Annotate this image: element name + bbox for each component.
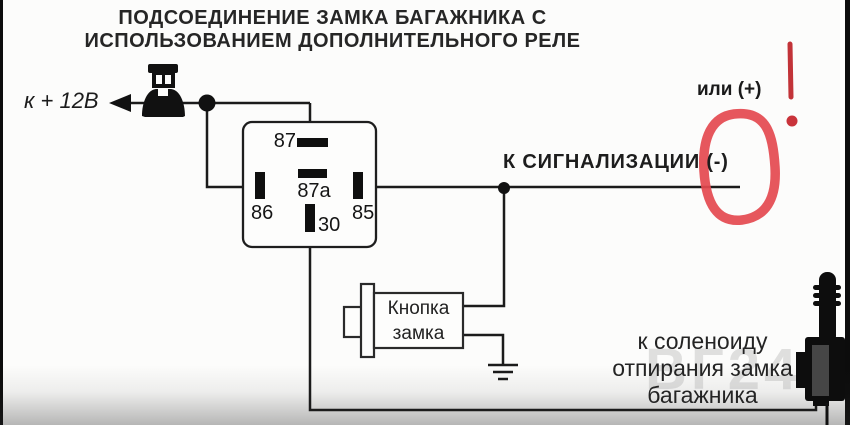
- to-solenoid-label: к соленоиду отпирания замка багажника: [605, 328, 800, 409]
- relay-pin-87a-label: 87a: [297, 180, 331, 202]
- solenoid-label-line-2: отпирания замка: [612, 355, 793, 381]
- watermark: ВГ24: [645, 337, 801, 402]
- fuse-icon: [142, 64, 185, 117]
- lock-button-label-line-1: Кнопка: [387, 298, 450, 319]
- button-box: [372, 291, 465, 350]
- relay-box: [241, 120, 378, 249]
- lock-button-icon: [342, 282, 465, 359]
- junction-dot-alarm: [498, 182, 510, 194]
- relay-pin-87a: [298, 169, 327, 178]
- relay-pin-86: [255, 172, 265, 199]
- relay-pin-86-label: 86: [251, 202, 274, 224]
- power-12v-label: к + 12В: [24, 88, 99, 113]
- lock-button-label: Кнопка замка: [374, 296, 463, 346]
- title-line-2: ИСПОЛЬЗОВАНИЕМ ДОПОЛНИТЕЛЬНОГО РЕЛЕ: [84, 30, 581, 52]
- left-edge-bar: [0, 0, 3, 425]
- solenoid-actuator-icon: [796, 272, 845, 425]
- relay-pin-30-label: 30: [318, 214, 341, 236]
- relay-pin-30: [305, 204, 315, 232]
- title-line-1: ПОДСОЕДИНЕНИЕ ЗАМКА БАГАЖНИКА С: [118, 7, 547, 29]
- wire-button-to-ground: [462, 333, 505, 364]
- solenoid-label-line-3: багажника: [647, 382, 758, 408]
- lock-button-label-line-2: замка: [392, 323, 445, 344]
- wire-to-pin86: [205, 103, 256, 189]
- red-exclamation-annotation: [786, 41, 798, 127]
- or-plus-label: или (+): [697, 79, 762, 100]
- junction-dot-power: [198, 94, 216, 112]
- right-edge-bar: [845, 0, 850, 425]
- solenoid-label-line-1: к соленоиду: [637, 328, 768, 354]
- to-alarm-label: К СИГНАЛИЗАЦИИ (-): [503, 151, 729, 173]
- relay-pin-87-label: 87: [273, 130, 296, 152]
- diagram-title: ПОДСОЕДИНЕНИЕ ЗАМКА БАГАЖНИКА С ИСПОЛЬЗО…: [50, 7, 615, 53]
- arrow-left-icon: [109, 94, 131, 112]
- relay-pins: [255, 138, 363, 232]
- relay-pin-85-label: 85: [352, 202, 375, 224]
- relay-pin-85: [353, 172, 363, 199]
- button-housing: [359, 282, 376, 359]
- red-circle-annotation: [698, 108, 780, 225]
- ground-icon: [488, 363, 518, 381]
- wire-alarm-to-button: [463, 188, 506, 308]
- relay-pin-87: [297, 138, 328, 147]
- button-plunger: [342, 305, 364, 339]
